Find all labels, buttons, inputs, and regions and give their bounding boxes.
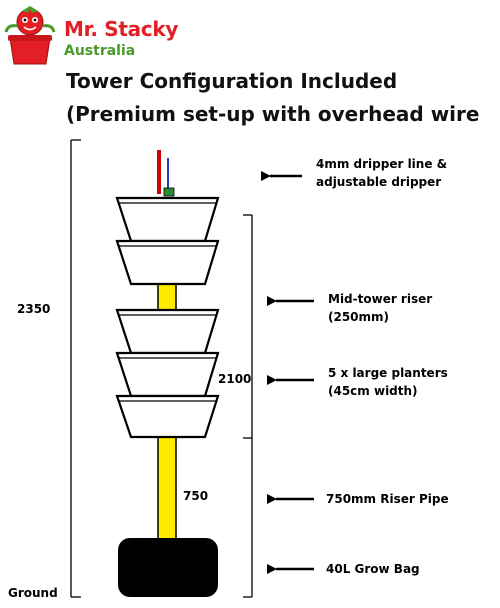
- dimension-riser: 750: [183, 489, 209, 503]
- planter-2: [115, 239, 220, 286]
- mid-height-bracket: [243, 214, 253, 598]
- dimension-mid: 2100: [218, 372, 252, 386]
- planters-label-line1: 5 x large planters: [328, 366, 448, 380]
- riser-pipe: [157, 431, 177, 545]
- dimension-total: 2350: [17, 302, 51, 316]
- planter-1: [115, 196, 220, 243]
- total-height-bracket: [70, 139, 81, 598]
- dripper-label-line2: adjustable dripper: [316, 175, 442, 189]
- mid-riser-label: Mid-tower riser (250mm): [328, 290, 432, 326]
- planter-5: [115, 394, 220, 439]
- grow-bag: [118, 538, 218, 597]
- planters-label-line2: (45cm width): [328, 384, 418, 398]
- dripper-label-line1: 4mm dripper line &: [316, 157, 448, 171]
- dripper-label: 4mm dripper line & adjustable dripper: [316, 155, 447, 191]
- riser-pipe-label: 750mm Riser Pipe: [326, 492, 449, 506]
- planter-4: [115, 351, 220, 398]
- page-title: Tower Configuration Included: [66, 69, 398, 93]
- grow-bag-label: 40L Grow Bag: [326, 562, 420, 576]
- page-subtitle: (Premium set-up with overhead wire: [66, 102, 480, 126]
- mid-riser-label-line1: Mid-tower riser: [328, 292, 433, 306]
- brand-subtitle: Australia: [64, 43, 136, 59]
- brand-name: Mr. Stacky: [64, 17, 179, 41]
- planter-3: [115, 308, 220, 355]
- mid-riser-label-line2: (250mm): [328, 310, 390, 324]
- planters-label: 5 x large planters (45cm width): [328, 364, 448, 400]
- tomato-mascot-icon: [4, 6, 56, 65]
- ground-label: Ground: [8, 586, 58, 600]
- mid-tower-riser: [157, 282, 177, 314]
- overhead-wire: [157, 150, 175, 197]
